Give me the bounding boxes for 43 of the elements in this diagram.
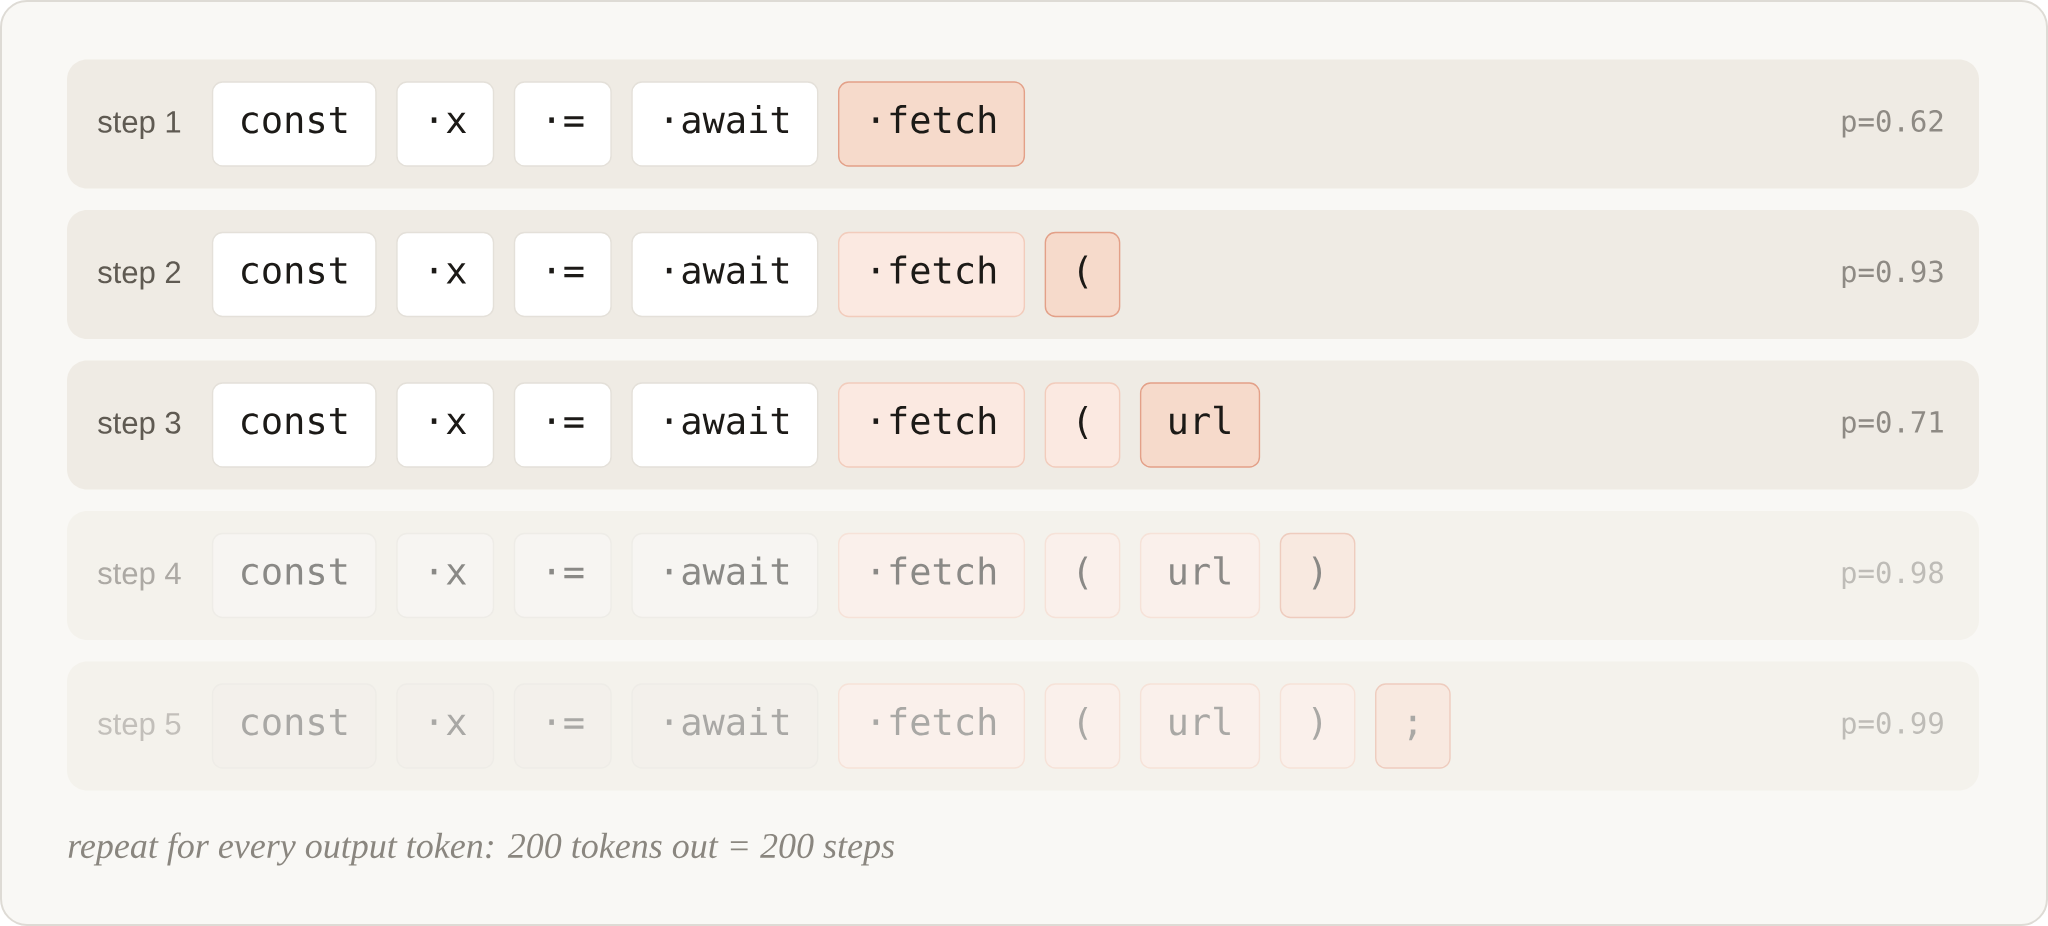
token-box: const xyxy=(211,532,377,619)
token-box: const xyxy=(211,81,377,167)
token-box: ·fetch xyxy=(838,683,1026,769)
token-box: ·await xyxy=(631,683,819,769)
token-box: ) xyxy=(1279,532,1356,619)
token-box: ( xyxy=(1044,382,1121,468)
token-box: const xyxy=(211,382,377,468)
token-box: ) xyxy=(1279,683,1356,769)
token-box: ·= xyxy=(513,231,612,318)
token-box: ·= xyxy=(513,532,612,619)
probability-label: p=0.93 xyxy=(1842,260,1943,289)
token-box: const xyxy=(211,231,377,318)
step-label: step 4 xyxy=(98,562,181,591)
token-box: ·x xyxy=(396,683,495,769)
token-box: ·await xyxy=(631,532,819,619)
token-box: url xyxy=(1139,532,1261,619)
token-box: ·x xyxy=(396,81,495,167)
token-box: ·fetch xyxy=(838,532,1026,619)
probability-label: p=0.71 xyxy=(1842,411,1943,439)
token-box: ( xyxy=(1044,683,1121,769)
caption: repeat for every output token: 200 tokens out = 200 steps xyxy=(68,832,894,866)
token-box: ·fetch xyxy=(838,81,1026,167)
step-label: step 1 xyxy=(98,111,181,139)
token-box: ·x xyxy=(396,532,495,619)
token-box: url xyxy=(1139,683,1261,769)
token-box: ·= xyxy=(513,382,612,468)
token-box: ( xyxy=(1044,532,1121,619)
token-box: ; xyxy=(1375,683,1451,769)
token-box: ·fetch xyxy=(838,382,1026,468)
step-label: step 2 xyxy=(98,261,181,290)
token-box: ·x xyxy=(396,382,495,468)
token-box: ·fetch xyxy=(838,231,1026,318)
token-box: ·= xyxy=(513,683,612,769)
token-box: ( xyxy=(1044,231,1121,318)
token-box: ·await xyxy=(631,81,819,167)
probability-label: p=0.62 xyxy=(1842,110,1943,138)
token-box: const xyxy=(211,683,377,769)
token-box: ·await xyxy=(631,382,819,468)
token-box: ·await xyxy=(631,231,819,318)
token-box: ·= xyxy=(513,81,612,167)
token-box: url xyxy=(1139,382,1261,468)
step-label: step 3 xyxy=(98,411,181,440)
token-box: ·x xyxy=(396,231,495,318)
